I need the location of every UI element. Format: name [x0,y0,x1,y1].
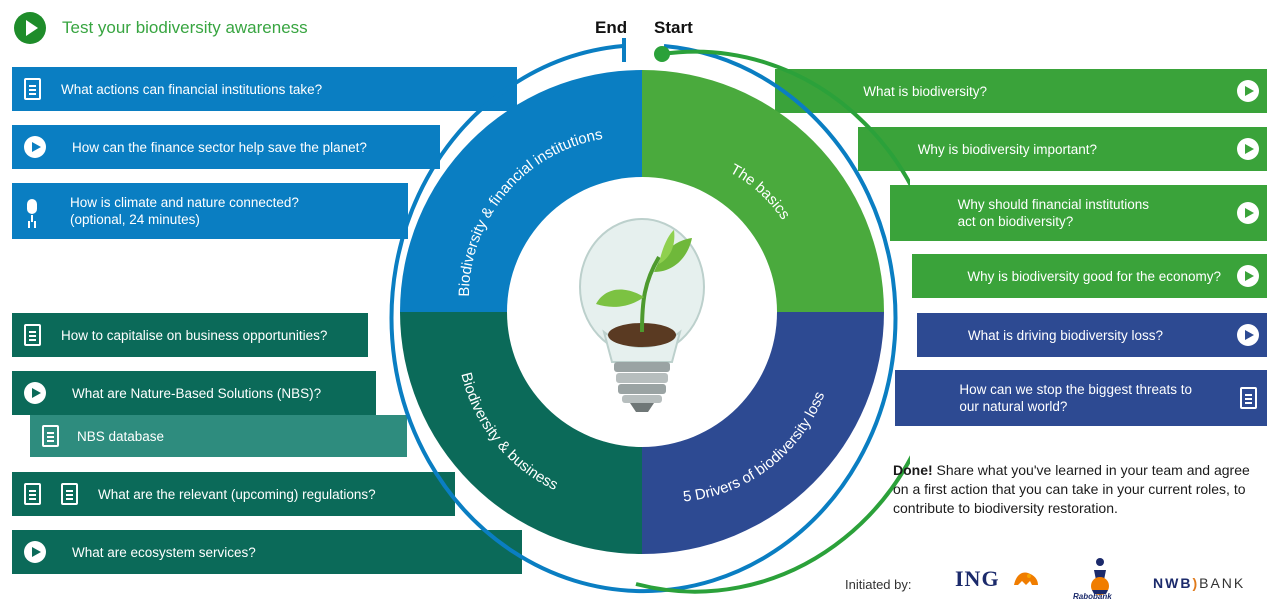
play-icon [1237,265,1259,287]
document-icon [24,78,41,100]
item-what-is-biodiversity[interactable]: What is biodiversity? [775,69,1267,113]
item-nbs-database[interactable]: NBS database [30,415,407,457]
item-label: What is biodiversity? [863,83,987,99]
play-icon [1237,80,1259,102]
progress-ring-start [635,49,910,594]
item-regulations[interactable]: What are the relevant (upcoming) regulat… [12,472,455,516]
item-why-important[interactable]: Why is biodiversity important? [858,127,1267,171]
item-label: How to capitalise on business opportunit… [61,327,328,343]
item-climate-nature[interactable]: How is climate and nature connected? (op… [12,183,408,239]
document-icon [1240,387,1257,409]
play-icon [24,382,46,404]
test-awareness-link[interactable]: Test your biodiversity awareness [14,12,308,44]
start-marker [654,46,670,62]
item-fi-actions[interactable]: What actions can financial institutions … [12,67,517,111]
done-bold: Done! [893,462,933,478]
rabobank-logo: Rabobank [1073,592,1112,601]
document-icon [61,483,78,505]
item-finance-save-planet[interactable]: How can the finance sector help save the… [12,125,440,169]
rabobank-logo-icon [1091,558,1109,595]
item-label: Why is biodiversity good for the economy… [967,268,1221,284]
play-icon [24,136,46,158]
item-sublabel: (optional, 24 minutes) [70,212,200,227]
item-ecosystem-services[interactable]: What are ecosystem services? [12,530,522,574]
nwb-bracket: ) [1192,575,1200,591]
lightbulb-with-sprout-icon [579,218,705,412]
document-icon [24,483,41,505]
document-icon [42,425,59,447]
item-label: What is driving biodiversity loss? [967,327,1163,343]
progress-ring-end [389,44,898,594]
microphone-icon [26,199,38,223]
item-label: How can the finance sector help save the… [72,139,367,155]
initiated-by-label: Initiated by: [845,577,912,592]
item-label: Why should financial institutions [957,197,1149,212]
play-icon [1237,324,1259,346]
nwb-text: NWB [1153,575,1193,591]
item-stop-threats[interactable]: How can we stop the biggest threats to o… [895,370,1267,426]
item-good-for-economy[interactable]: Why is biodiversity good for the economy… [912,254,1267,298]
item-label: What are the relevant (upcoming) regulat… [98,486,376,502]
item-sublabel: our natural world? [959,399,1068,414]
end-label: End [595,18,628,37]
nwb-bank-logo: NWB)BANK [1153,575,1245,591]
item-nbs[interactable]: What are Nature-Based Solutions (NBS)? [12,371,376,415]
document-icon [24,324,41,346]
item-label: How is climate and nature connected? [70,195,299,210]
play-icon [1237,138,1259,160]
item-label: NBS database [77,428,165,444]
done-message: Done! Share what you've learned in your … [893,461,1263,518]
nwb-bank-text: BANK [1199,575,1246,591]
test-awareness-label: Test your biodiversity awareness [62,18,308,37]
item-capitalise[interactable]: How to capitalise on business opportunit… [12,313,368,357]
item-label: What are Nature-Based Solutions (NBS)? [72,385,322,401]
play-icon [14,12,46,44]
done-text: Share what you've learned in your team a… [893,462,1250,516]
item-why-fi-act[interactable]: Why should financial institutions act on… [890,185,1267,241]
item-label: Why is biodiversity important? [917,141,1097,157]
biodiversity-wheel: Biodiversity & financial institutions Th… [389,38,910,594]
play-icon [24,541,46,563]
item-sublabel: act on biodiversity? [957,214,1074,229]
start-label: Start [654,18,693,37]
ing-lion-icon [1014,572,1038,585]
item-label: What are ecosystem services? [72,544,256,560]
item-label: What actions can financial institutions … [61,81,323,97]
ing-logo: ING [955,566,1000,591]
item-driving-loss[interactable]: What is driving biodiversity loss? [917,313,1267,357]
item-label: How can we stop the biggest threats to [959,382,1192,397]
play-icon [1237,202,1259,224]
